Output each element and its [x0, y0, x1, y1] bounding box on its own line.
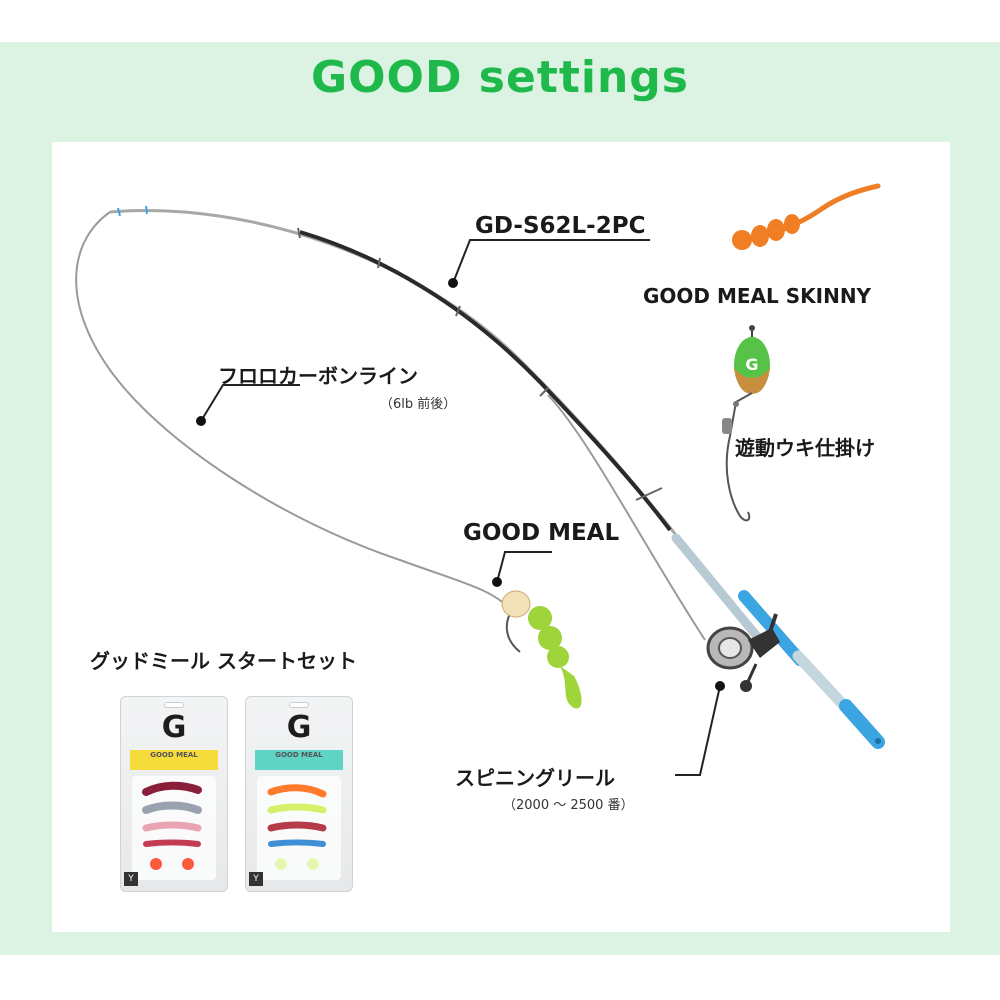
pack-band: GOOD MEAL: [130, 750, 218, 770]
reel-marker: [715, 681, 725, 691]
line-spec-label: （6lb 前後）: [380, 397, 457, 412]
good-meal-worm-icon: [501, 590, 582, 709]
spinning-reel-icon: [706, 613, 780, 692]
pack-hang-hole: [289, 702, 309, 708]
pack-brand-mark: Y: [124, 872, 138, 886]
pack-contents: [267, 784, 327, 870]
svg-text:G: G: [745, 355, 758, 374]
skinny-worm-label: GOOD MEAL SKINNY: [643, 284, 872, 308]
good-meal-label: GOOD MEAL: [463, 520, 620, 546]
pack-tray: [257, 776, 341, 880]
pack-hang-hole: [164, 702, 184, 708]
fishing-rod-icon: [109, 205, 885, 749]
line-marker: [196, 416, 206, 426]
pack-band: GOOD MEAL: [255, 750, 343, 770]
leader-lines: [200, 239, 721, 776]
start-set-pack-green: G GOOD MEAL Y: [245, 696, 353, 892]
pack-brand-mark: Y: [249, 872, 263, 886]
pack-logo: G: [161, 710, 187, 745]
reel-label: スピニングリール: [455, 766, 615, 790]
pack-tray: [132, 776, 216, 880]
page-title: GOOD settings: [311, 52, 689, 103]
worm-marker: [492, 577, 502, 587]
reel-spec-label: （2000 ～ 2500 番）: [503, 798, 634, 813]
start-set-pack-red: G GOOD MEAL Y: [120, 696, 228, 892]
line-to-reel: [547, 394, 706, 641]
pack-logo: G: [286, 710, 312, 745]
float-icon: G: [722, 325, 770, 522]
pack-contents: [142, 781, 202, 870]
rod-marker: [448, 278, 458, 288]
worm-icon: [732, 183, 881, 250]
fishing-line: [75, 211, 511, 611]
float-rig-label: 遊動ウキ仕掛け: [735, 436, 875, 460]
start-set-label: グッドミール スタートセット: [90, 649, 357, 673]
line-label: フロロカーボンライン: [218, 364, 418, 388]
rod-label: GD-S62L-2PC: [475, 213, 646, 239]
